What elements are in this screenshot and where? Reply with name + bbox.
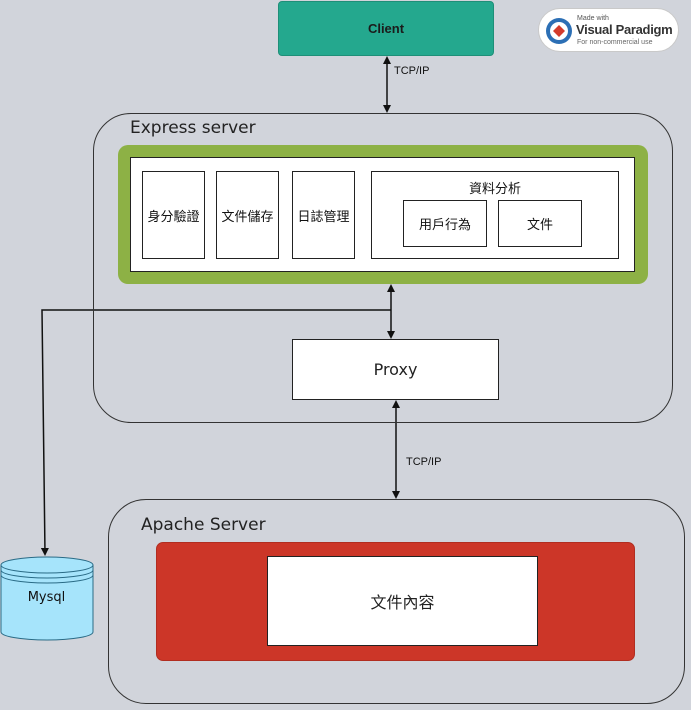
log-management-module: 日誌管理: [292, 171, 355, 259]
proxy-label: Proxy: [373, 360, 418, 379]
visual-paradigm-badge: Made with Visual Paradigm For non-commer…: [538, 8, 679, 52]
badge-note: For non-commercial use: [577, 39, 653, 46]
auth-module-label: 身分驗證: [147, 209, 200, 225]
badge-made-with: Made with: [577, 15, 609, 22]
log-management-label: 日誌管理: [297, 209, 350, 225]
apache-server-title: Apache Server: [141, 515, 266, 535]
user-behavior-module: 用戶行為: [403, 200, 487, 247]
express-server-boundary: [93, 113, 673, 423]
auth-module: 身分驗證: [142, 171, 205, 259]
mysql-connector: [40, 309, 391, 556]
proxy-node: Proxy: [292, 339, 499, 400]
data-analysis-title: 資料分析: [468, 182, 521, 197]
document-module: 文件: [498, 200, 582, 247]
file-storage-module: 文件儲存: [216, 171, 279, 259]
client-label: Client: [367, 21, 405, 36]
badge-brand: Visual Paradigm: [576, 22, 673, 37]
express-server-title: Express server: [130, 118, 256, 138]
client-node: Client: [278, 1, 494, 56]
file-content-node: 文件內容: [267, 556, 538, 646]
visual-paradigm-logo-icon: [546, 18, 572, 44]
mysql-label: Mysql: [27, 590, 66, 605]
file-storage-label: 文件儲存: [221, 209, 274, 225]
proxy-connection-label: TCP/IP: [406, 456, 442, 468]
document-label: 文件: [526, 218, 553, 233]
file-content-label: 文件內容: [370, 593, 435, 612]
apache-server-boundary: [108, 499, 685, 704]
mysql-database-icon: [0, 556, 94, 641]
client-connection-label: TCP/IP: [394, 65, 430, 77]
user-behavior-label: 用戶行為: [418, 218, 471, 233]
